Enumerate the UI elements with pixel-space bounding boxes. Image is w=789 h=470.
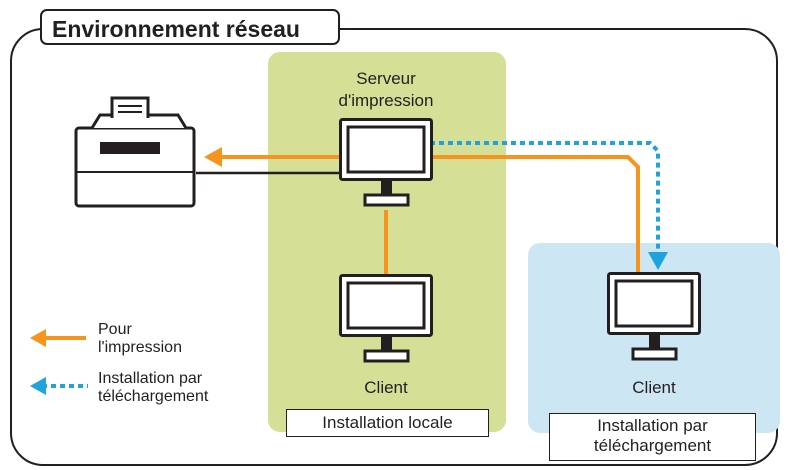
legend-print-line2: l'impression [98, 339, 182, 356]
remote-client-label: Client [632, 378, 676, 397]
download-arrowhead [648, 252, 668, 270]
server-label-line2: d'impression [338, 91, 434, 110]
diagram-title: Environnement réseau [40, 9, 340, 45]
legend-download-arrowhead [30, 377, 46, 395]
legend-print-arrowhead [30, 329, 46, 347]
download-install-tag-line2: téléchargement [593, 436, 712, 455]
environment-frame [10, 28, 778, 466]
legend-download-line1: Installation par [98, 370, 203, 387]
printer-icon [74, 96, 196, 208]
print-arrowhead [204, 147, 222, 167]
local-install-tag: Installation locale [286, 409, 489, 437]
download-install-tag: Installation par téléchargement [549, 413, 756, 461]
legend-download-line2: téléchargement [98, 388, 209, 405]
local-client-label: Client [364, 378, 408, 397]
download-install-tag-line1: Installation par [597, 416, 708, 435]
legend-print-line1: Pour [98, 321, 132, 338]
download-path [430, 141, 660, 258]
print-path-remote-client [430, 155, 640, 275]
server-label-line1: Serveur [356, 69, 416, 88]
